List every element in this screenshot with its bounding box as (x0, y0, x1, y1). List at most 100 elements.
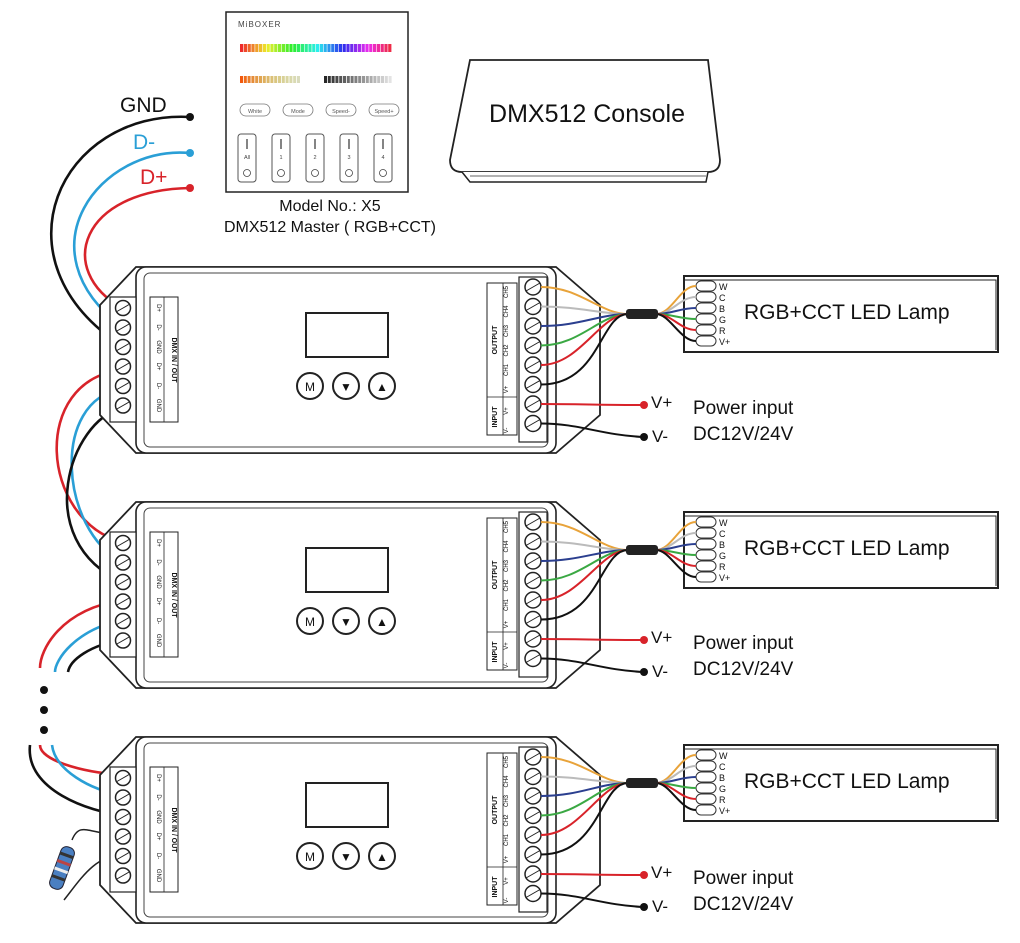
decoder-key-m[interactable] (296, 607, 324, 635)
decoder-key-m[interactable] (296, 372, 324, 400)
output-panel-title: OUTPUT (492, 560, 499, 590)
master-button-label: White (248, 109, 262, 115)
vminus-label: V- (652, 427, 669, 446)
output-pin-label: V+ (504, 620, 510, 628)
decoder-key-label: ▲ (376, 380, 388, 394)
decoder-key-label: ▲ (376, 850, 388, 864)
lamp-title: RGB+CCT LED Lamp (744, 770, 950, 793)
dmx-pin-label: GND (155, 634, 161, 648)
master-button-speed[interactable] (325, 103, 357, 117)
lamp-pin-label: B (719, 304, 725, 314)
lamp-pin-label: W (719, 518, 728, 528)
vplus-terminal-dot (640, 401, 648, 409)
lamp-pin-label: W (719, 282, 728, 292)
lcd-display (305, 312, 389, 358)
output-pin-label: V+ (504, 855, 510, 863)
master-zone-key-2[interactable] (305, 133, 325, 183)
master-zone-key-all[interactable] (237, 133, 257, 183)
dmx-pin-label: D- (155, 794, 161, 800)
decoder-key-up[interactable] (368, 842, 396, 870)
dmx-console (449, 59, 721, 183)
lamp-pin-label: C (719, 293, 726, 303)
master-brand: MiBOXER (238, 20, 281, 29)
input-panel-title: INPUT (492, 876, 499, 898)
master-button-mode[interactable] (282, 103, 314, 117)
dmx-pin-label: D+ (155, 774, 161, 782)
vminus-terminal-dot (640, 668, 648, 676)
lamp-pin-label: W (719, 751, 728, 761)
dmx-panel-title: DMX IN / OUT (170, 337, 177, 383)
power-input-title: Power input (693, 633, 794, 654)
model-number: Model No.: X5 (279, 198, 381, 215)
master-button-speed[interactable] (368, 103, 400, 117)
lamp-pin-label: G (719, 784, 726, 794)
dmx-pin-label: D- (155, 383, 161, 389)
lamp-pin-label: G (719, 551, 726, 561)
decoder-key-label: ▲ (376, 615, 388, 629)
output-panel-title: OUTPUT (492, 795, 499, 825)
output-pin-label: CH5 (504, 520, 510, 533)
lamp-pin-label: B (719, 540, 725, 550)
dmx-panel-title: DMX IN / OUT (170, 572, 177, 618)
model-description: DMX512 Master ( RGB+CCT) (223, 219, 437, 236)
decoder-key-down[interactable] (332, 842, 360, 870)
lamp-pin-label: V+ (719, 806, 730, 816)
decoder-key-label: M (305, 850, 315, 864)
decoder-key-down[interactable] (332, 372, 360, 400)
input-pin-label: V- (504, 663, 510, 669)
output-pin-label: CH1 (504, 833, 510, 846)
lamp-pin-label: G (719, 315, 726, 325)
input-pin-label: V+ (504, 877, 510, 885)
output-pin-label: CH2 (504, 344, 510, 357)
input-panel-title: INPUT (492, 406, 499, 428)
decoder-key-down[interactable] (332, 607, 360, 635)
lamp-title: RGB+CCT LED Lamp (744, 301, 950, 324)
decoder-key-up[interactable] (368, 372, 396, 400)
output-pin-label: CH3 (504, 324, 510, 337)
decoder-key-label: M (305, 380, 315, 394)
power-input-title: Power input (693, 398, 794, 419)
output-panel-title: OUTPUT (492, 325, 499, 355)
output-pin-label: CH1 (504, 363, 510, 376)
output-pin-label: V+ (504, 385, 510, 393)
master-zone-label: 3 (347, 155, 350, 161)
vminus-label: V- (652, 897, 669, 916)
dmx-pin-label: D+ (155, 833, 161, 841)
vminus-terminal-dot (640, 433, 648, 441)
lamp-title: RGB+CCT LED Lamp (744, 537, 950, 560)
vplus-label: V+ (651, 393, 673, 412)
vplus-terminal-dot (640, 636, 648, 644)
dmx-pin-label: D- (155, 853, 161, 859)
power-input-title: Power input (693, 868, 794, 889)
vplus-label: V+ (651, 628, 673, 647)
output-pin-label: CH1 (504, 598, 510, 611)
output-pin-label: CH2 (504, 814, 510, 827)
lamp-pin-label: C (719, 762, 726, 772)
lamp-pin-label: R (719, 562, 726, 572)
dmx-pin-label: GND (155, 575, 161, 589)
input-pin-label: V+ (504, 407, 510, 415)
master-button-white[interactable] (239, 103, 271, 117)
dmx-pin-label: D+ (155, 363, 161, 371)
warm-spectrum-bar (240, 76, 300, 83)
cable-sleeve (626, 309, 658, 319)
bus-wires (50, 113, 194, 348)
decoder-key-up[interactable] (368, 607, 396, 635)
master-zone-label: 4 (381, 155, 384, 161)
master-zone-key-3[interactable] (339, 133, 359, 183)
dmx-pin-label: D- (155, 618, 161, 624)
dmx-pin-label: D- (155, 324, 161, 330)
dplus-wire-label: D+ (140, 166, 168, 189)
master-zone-label: 2 (313, 155, 316, 161)
master-zone-key-1[interactable] (271, 133, 291, 183)
master-zone-key-4[interactable] (373, 133, 393, 183)
decoder-key-m[interactable] (296, 842, 324, 870)
console-label: DMX512 Console (489, 100, 685, 128)
dminus-wire-label: D- (133, 131, 156, 154)
